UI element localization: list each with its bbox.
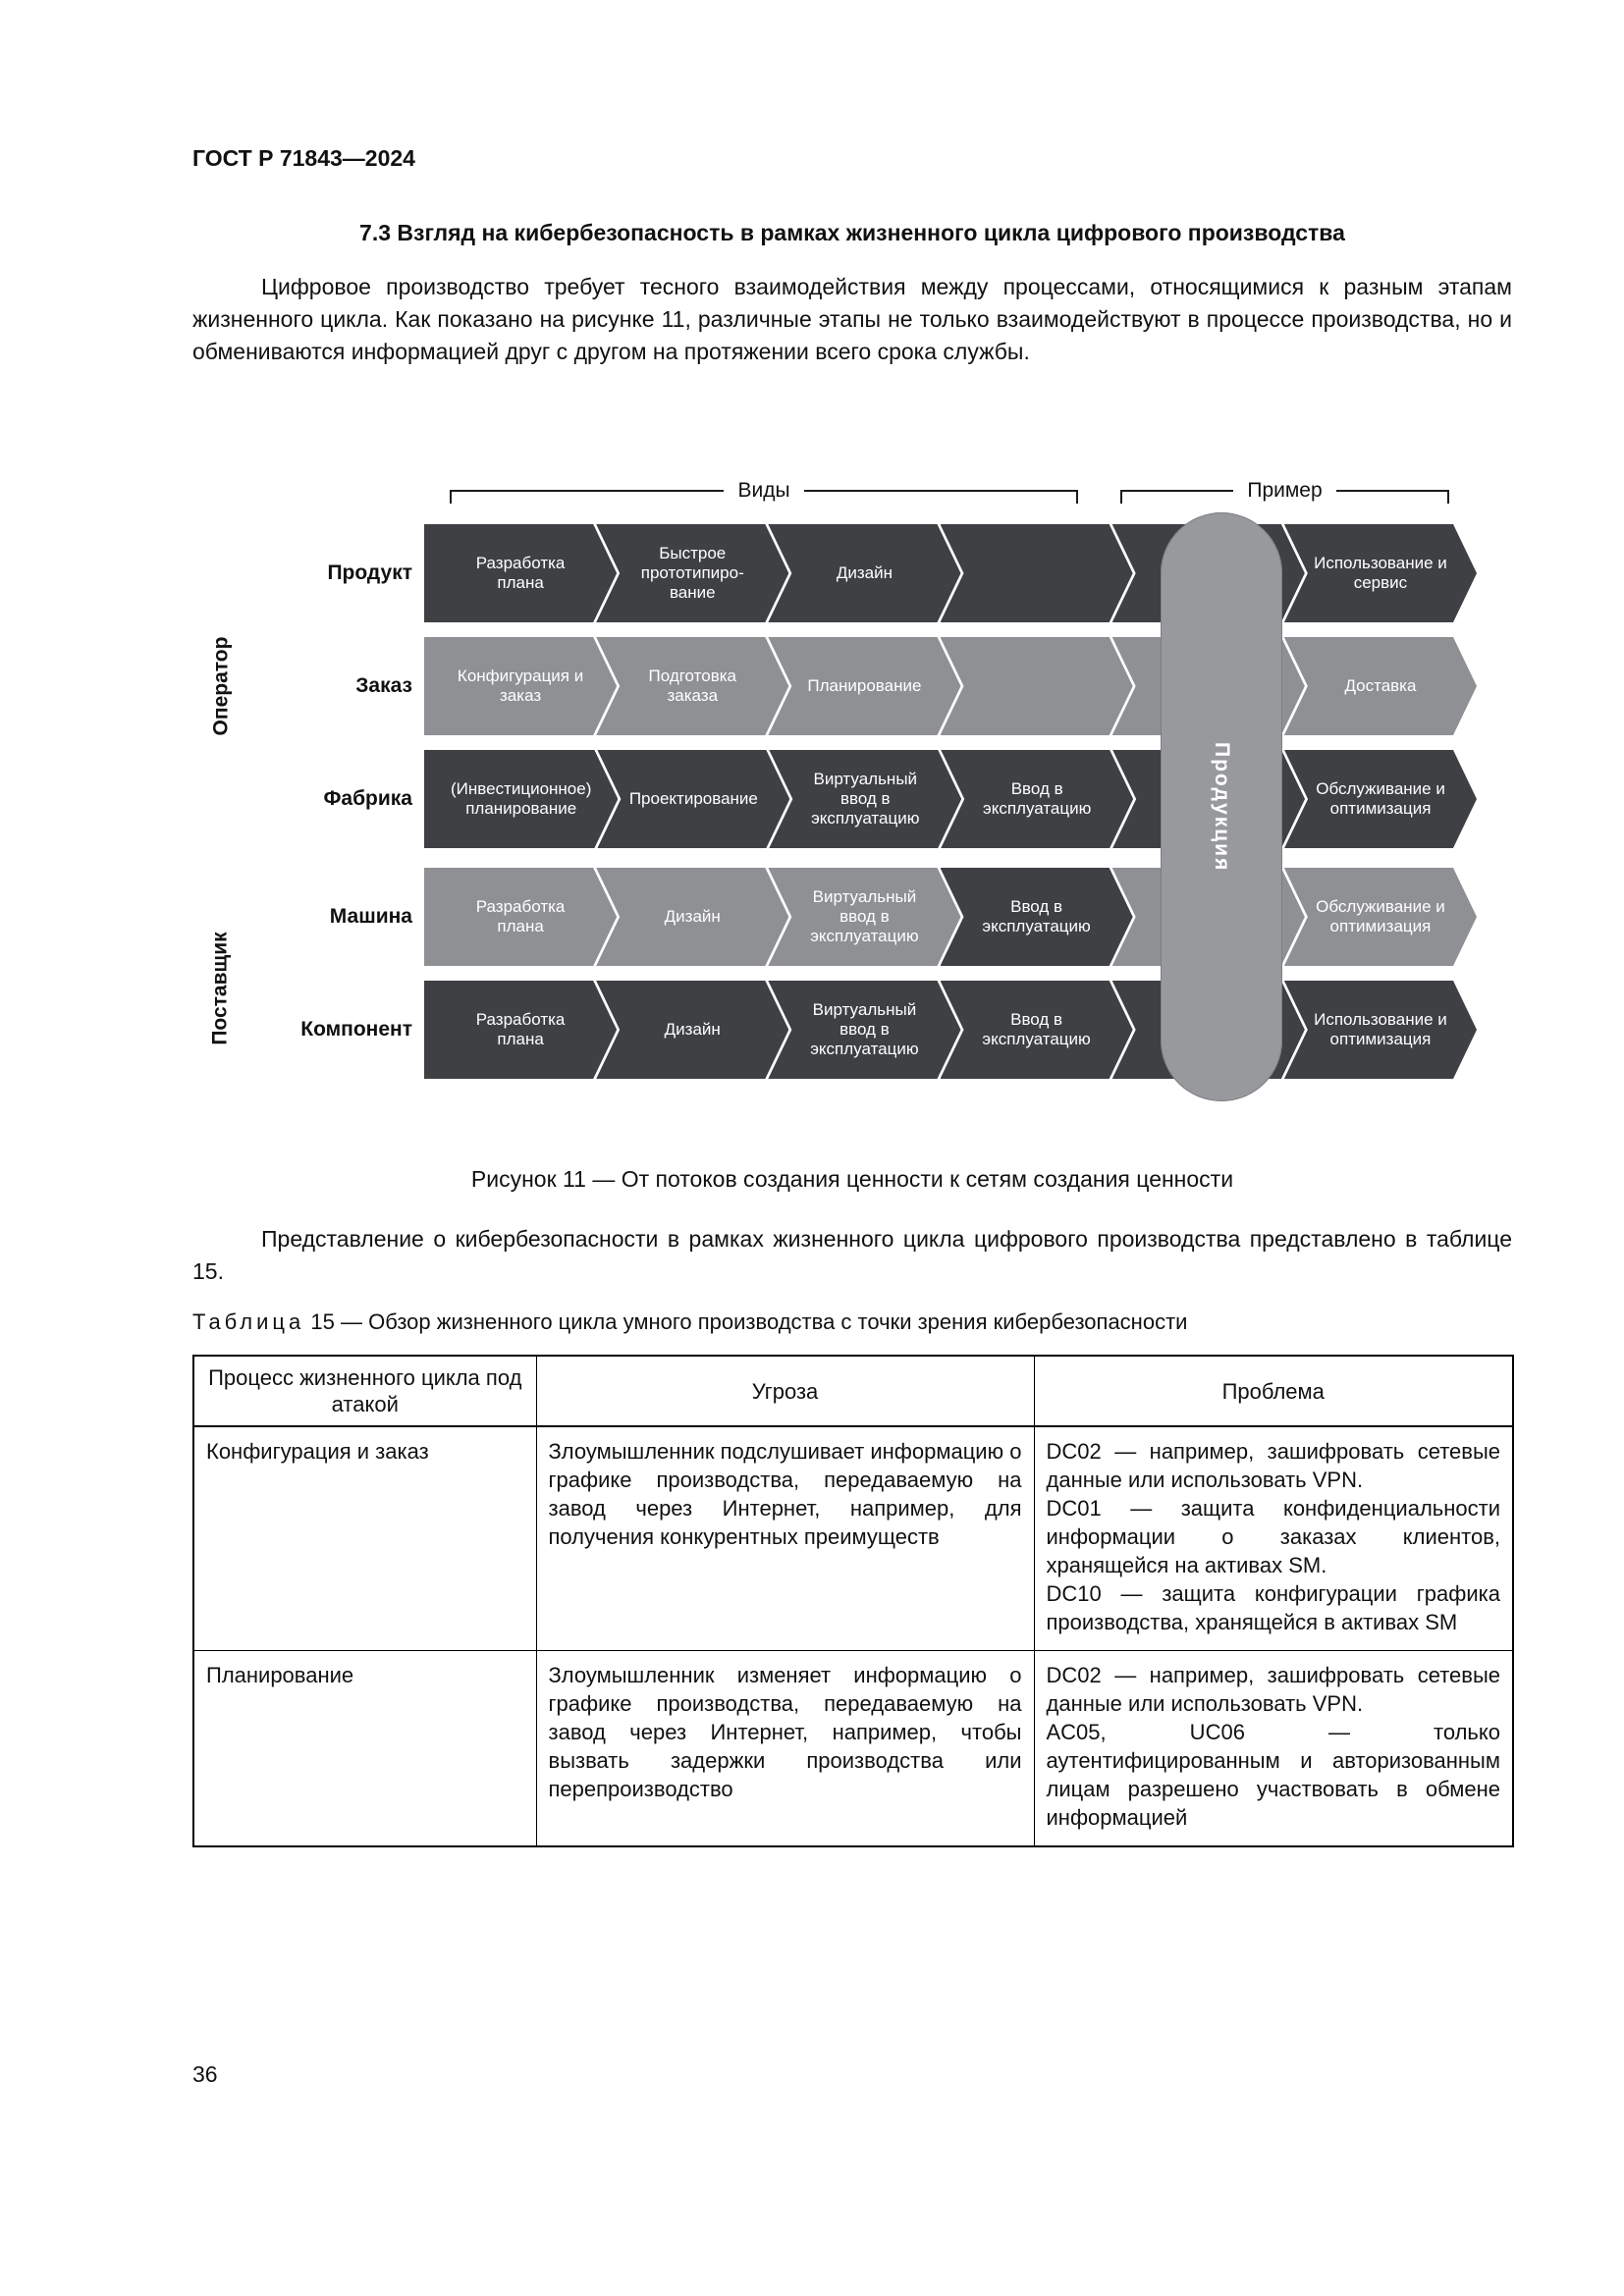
cell-problem: DC02 — например, зашифровать сетевые дан…	[1033, 1425, 1514, 1651]
chevron-stage: Разработка плана	[424, 868, 617, 966]
row-label: Заказ	[355, 674, 412, 697]
figure-caption: Рисунок 11 — От потоков создания ценност…	[470, 1166, 1234, 1192]
col-header-threat: Угроза	[535, 1355, 1035, 1427]
stage-label: Обслуживание и оптимизация	[1316, 897, 1445, 935]
row-label: Фабрика	[323, 787, 412, 810]
body-paragraph: Представление о кибербезопасности в рамк…	[192, 1226, 1512, 1284]
chevron-stage: Ввод в эксплуатацию	[941, 981, 1133, 1079]
chevron-stage: Подготовка заказа	[596, 637, 788, 735]
stage-label: Использование и сервис	[1314, 554, 1447, 592]
cell-process: Планирование	[192, 1650, 537, 1847]
stage-label: Дизайн	[836, 563, 893, 582]
row-arrows: Конфигурация и заказ Подготовка заказа П…	[424, 637, 1477, 735]
stage-label: Ввод в эксплуатацию	[982, 1010, 1091, 1048]
chevron-stage	[941, 524, 1133, 622]
chevron-stage: Использование и сервис	[1284, 524, 1477, 622]
stage-label: Подготовка заказа	[648, 667, 736, 705]
chevron-stage: Ввод в эксплуатацию	[941, 750, 1133, 848]
chevron-stage: Виртуальный ввод в эксплуатацию	[769, 750, 961, 848]
stage-label: Ввод в эксплуатацию	[983, 779, 1092, 818]
bracket-line	[450, 490, 725, 504]
table-caption: Таблица 15 — Обзор жизненного цикла умно…	[192, 1309, 1512, 1335]
table-caption-text: — Обзор жизненного цикла умного производ…	[341, 1309, 1188, 1334]
stage-label: Дизайн	[664, 907, 721, 926]
product-capsule-label: Продукция	[1211, 741, 1233, 873]
table-15: Процесс жизненного цикла под атакой Угро…	[192, 1355, 1514, 1847]
chevron-stage: (Инвестиционное) планирование	[424, 750, 618, 848]
stage-label: Виртуальный ввод в эксплуатацию	[810, 1000, 919, 1058]
bracket-types: Виды	[450, 477, 1079, 505]
row-arrows: (Инвестиционное) планирование Проектиров…	[424, 750, 1477, 848]
row-product: Продукт Разработка плана Быстрое прототи…	[192, 524, 1477, 622]
chevron-stage: Виртуальный ввод в эксплуатацию	[768, 981, 960, 1079]
table-row: Конфигурация и заказ Злоумышленник подсл…	[192, 1425, 1514, 1651]
chevron-stage: Виртуальный ввод в эксплуатацию	[768, 868, 960, 966]
chevron-stage: Планирование	[768, 637, 960, 735]
table-caption-word: Таблица	[192, 1309, 305, 1334]
section-heading: 7.3 Взгляд на кибербезопасность в рамках…	[359, 220, 1345, 245]
stage-label: Разработка плана	[475, 1010, 566, 1048]
chevron-stage: Использование и оптимизация	[1284, 981, 1477, 1079]
stage-label: Планирование	[807, 676, 922, 695]
bracket-example-label: Пример	[1247, 479, 1323, 502]
cell-problem: DC02 — например, зашифровать сетевые дан…	[1033, 1650, 1514, 1847]
table-15-container: Процесс жизненного цикла под атакой Угро…	[192, 1355, 1514, 1847]
table-caption-number: 15	[310, 1309, 335, 1334]
chevron-stage: Дизайн	[596, 868, 788, 966]
col-header-problem: Проблема	[1033, 1355, 1514, 1427]
row-label: Машина	[329, 905, 412, 928]
stage-label: Доставка	[1344, 676, 1417, 695]
chevron-stage: Разработка плана	[424, 981, 617, 1079]
stage-label: Конфигурация и заказ	[457, 667, 584, 705]
chevron-stage: Обслуживание и оптимизация	[1284, 750, 1477, 848]
row-arrows: Разработка плана Быстрое прототипиро-ван…	[424, 524, 1477, 622]
chevron-stage: Проектирование	[597, 750, 789, 848]
bracket-types-label: Виды	[737, 479, 790, 502]
row-arrows: Разработка плана Дизайн Виртуальный ввод…	[424, 868, 1477, 966]
row-machine: Машина Разработка плана Дизайн Виртуальн…	[192, 868, 1477, 966]
figure-11: Виды Пример Оператор Поставщик Продукт Р…	[192, 473, 1512, 1150]
value-stream-rows: Продукт Разработка плана Быстрое прототи…	[192, 524, 1477, 1094]
product-capsule: Продукция	[1161, 512, 1282, 1101]
cell-process: Конфигурация и заказ	[192, 1425, 537, 1651]
stage-label: Виртуальный ввод в эксплуатацию	[811, 770, 920, 828]
row-label: Компонент	[300, 1018, 412, 1041]
stage-label: Дизайн	[664, 1020, 721, 1039]
stage-label: Использование и оптимизация	[1314, 1010, 1447, 1048]
stage-label: Обслуживание и оптимизация	[1316, 779, 1445, 818]
chevron-stage: Конфигурация и заказ	[424, 637, 617, 735]
stage-label: Быстрое прототипиро-вание	[640, 544, 744, 602]
bracket-example: Пример	[1120, 477, 1450, 505]
chevron-stage: Дизайн	[768, 524, 960, 622]
page-number: 36	[192, 2061, 218, 2087]
stage-label: (Инвестиционное) планирование	[451, 779, 592, 818]
chevron-stage: Дизайн	[596, 981, 788, 1079]
table-header-row: Процесс жизненного цикла под атакой Угро…	[192, 1355, 1514, 1427]
row-label: Продукт	[327, 561, 412, 584]
document-number: ГОСТ Р 71843—2024	[192, 145, 415, 171]
chevron-stage: Обслуживание и оптимизация	[1284, 868, 1477, 966]
chevron-stage: Доставка	[1284, 637, 1477, 735]
bracket-line	[803, 490, 1079, 504]
chevron-stage	[941, 637, 1133, 735]
cell-threat: Злоумышленник изменяет информацию о граф…	[535, 1650, 1035, 1847]
stage-label: Разработка плана	[475, 897, 566, 935]
col-header-process: Процесс жизненного цикла под атакой	[192, 1355, 537, 1427]
bracket-line	[1335, 490, 1450, 504]
bracket-line	[1120, 490, 1234, 504]
row-order: Заказ Конфигурация и заказ Подготовка за…	[192, 637, 1477, 735]
stage-label: Виртуальный ввод в эксплуатацию	[810, 887, 919, 945]
row-factory: Фабрика (Инвестиционное) планирование Пр…	[192, 750, 1477, 848]
body-paragraph: Цифровое производство требует тесного вз…	[192, 274, 1512, 364]
cell-threat: Злоумышленник подслушивает информацию о …	[535, 1425, 1035, 1651]
stage-label: Проектирование	[628, 789, 758, 808]
row-component: Компонент Разработка плана Дизайн Виртуа…	[192, 981, 1477, 1079]
chevron-stage: Разработка плана	[424, 524, 617, 622]
stage-label: Разработка плана	[475, 554, 566, 592]
row-arrows: Разработка плана Дизайн Виртуальный ввод…	[424, 981, 1477, 1079]
stage-label: Ввод в эксплуатацию	[982, 897, 1091, 935]
table-row: Планирование Злоумышленник изменяет инфо…	[192, 1650, 1514, 1847]
chevron-stage: Быстрое прототипиро-вание	[596, 524, 788, 622]
chevron-stage: Ввод в эксплуатацию	[941, 868, 1133, 966]
